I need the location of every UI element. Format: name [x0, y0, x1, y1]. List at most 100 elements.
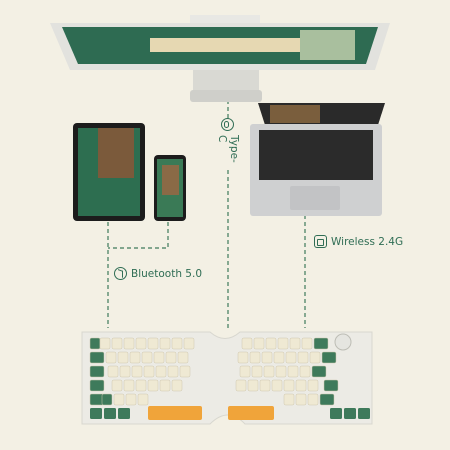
keycap	[137, 393, 149, 406]
keycap	[153, 351, 165, 364]
modifier-keycap	[118, 408, 130, 419]
keycap	[313, 337, 329, 350]
keycap	[123, 337, 135, 350]
keycap	[283, 379, 295, 392]
laptop-trackpad	[290, 186, 340, 210]
keycap	[117, 351, 129, 364]
monitor-base	[190, 90, 262, 102]
keyboard	[81, 331, 373, 425]
tablet-screen-image	[98, 128, 134, 178]
keycap	[141, 351, 153, 364]
keycap	[301, 337, 313, 350]
screen-flowers	[300, 30, 355, 60]
keycap	[297, 351, 309, 364]
keycap	[171, 337, 183, 350]
keycap	[147, 337, 159, 350]
keycap	[311, 365, 327, 378]
keycap	[167, 365, 179, 378]
keycap	[147, 379, 159, 392]
keycap	[295, 379, 307, 392]
typec-text: Type-C	[216, 134, 240, 163]
keycap	[183, 337, 195, 350]
keycap	[321, 351, 337, 364]
phone-screen-image	[162, 165, 179, 195]
right-spacebar	[228, 406, 274, 420]
wireless-dongle-icon	[314, 235, 327, 248]
keycap	[89, 365, 105, 378]
laptop-keyboard	[259, 130, 373, 180]
keycap	[165, 351, 177, 364]
keycap	[135, 337, 147, 350]
keycap	[265, 337, 277, 350]
keycap	[177, 351, 189, 364]
keycap	[111, 379, 123, 392]
keycap	[171, 379, 183, 392]
keycap	[307, 393, 319, 406]
keycap	[261, 351, 273, 364]
keycap	[271, 379, 283, 392]
keycap	[159, 337, 171, 350]
phone	[154, 155, 186, 221]
keycap	[319, 393, 335, 406]
monitor-top-edge	[190, 15, 260, 23]
keycap	[307, 379, 319, 392]
keycaps	[89, 337, 370, 419]
laptop-wallpaper	[270, 105, 320, 123]
keycap	[155, 365, 167, 378]
typec-label: Type-C	[216, 118, 240, 170]
keycap	[283, 393, 295, 406]
keycap	[129, 351, 141, 364]
keycap	[235, 379, 247, 392]
keycap	[275, 365, 287, 378]
keycap	[131, 365, 143, 378]
keycap	[249, 351, 261, 364]
keycap	[309, 351, 321, 364]
keycap	[263, 365, 275, 378]
keycap	[287, 365, 299, 378]
keycap	[299, 365, 311, 378]
keycap	[241, 337, 253, 350]
keycap	[237, 351, 249, 364]
keycap	[89, 379, 105, 392]
keycap	[247, 379, 259, 392]
keycap	[239, 365, 251, 378]
keycap	[295, 393, 307, 406]
monitor	[50, 15, 390, 102]
keycap	[125, 393, 137, 406]
keycap	[289, 337, 301, 350]
modifier-keycap	[344, 408, 356, 419]
keycap	[159, 379, 171, 392]
laptop	[250, 103, 385, 216]
keycap	[253, 337, 265, 350]
keycap	[285, 351, 297, 364]
wireless-text: Wireless 2.4G	[331, 235, 404, 248]
usb-c-icon	[221, 118, 235, 131]
phone-line	[108, 222, 169, 249]
keycap	[101, 393, 113, 406]
tablet	[73, 123, 145, 221]
keycap	[277, 337, 289, 350]
keycap	[89, 337, 101, 350]
keycap	[119, 365, 131, 378]
keycap	[323, 379, 339, 392]
modifier-keycap	[358, 408, 370, 419]
keycap	[99, 337, 111, 350]
bluetooth-text: Bluetooth 5.0	[131, 267, 203, 280]
keycap	[107, 365, 119, 378]
keycap	[251, 365, 263, 378]
bluetooth-label: Bluetooth 5.0	[112, 266, 205, 281]
keycap	[89, 351, 105, 364]
screen-keyboard	[150, 38, 300, 52]
keycap	[105, 351, 117, 364]
modifier-keycap	[104, 408, 116, 419]
keycap	[259, 379, 271, 392]
keyboard-knob	[334, 333, 352, 351]
keycap	[123, 379, 135, 392]
bluetooth-icon	[114, 267, 127, 280]
keycap	[179, 365, 191, 378]
left-spacebar	[148, 406, 202, 420]
modifier-keycap	[90, 408, 102, 419]
keycap	[111, 337, 123, 350]
